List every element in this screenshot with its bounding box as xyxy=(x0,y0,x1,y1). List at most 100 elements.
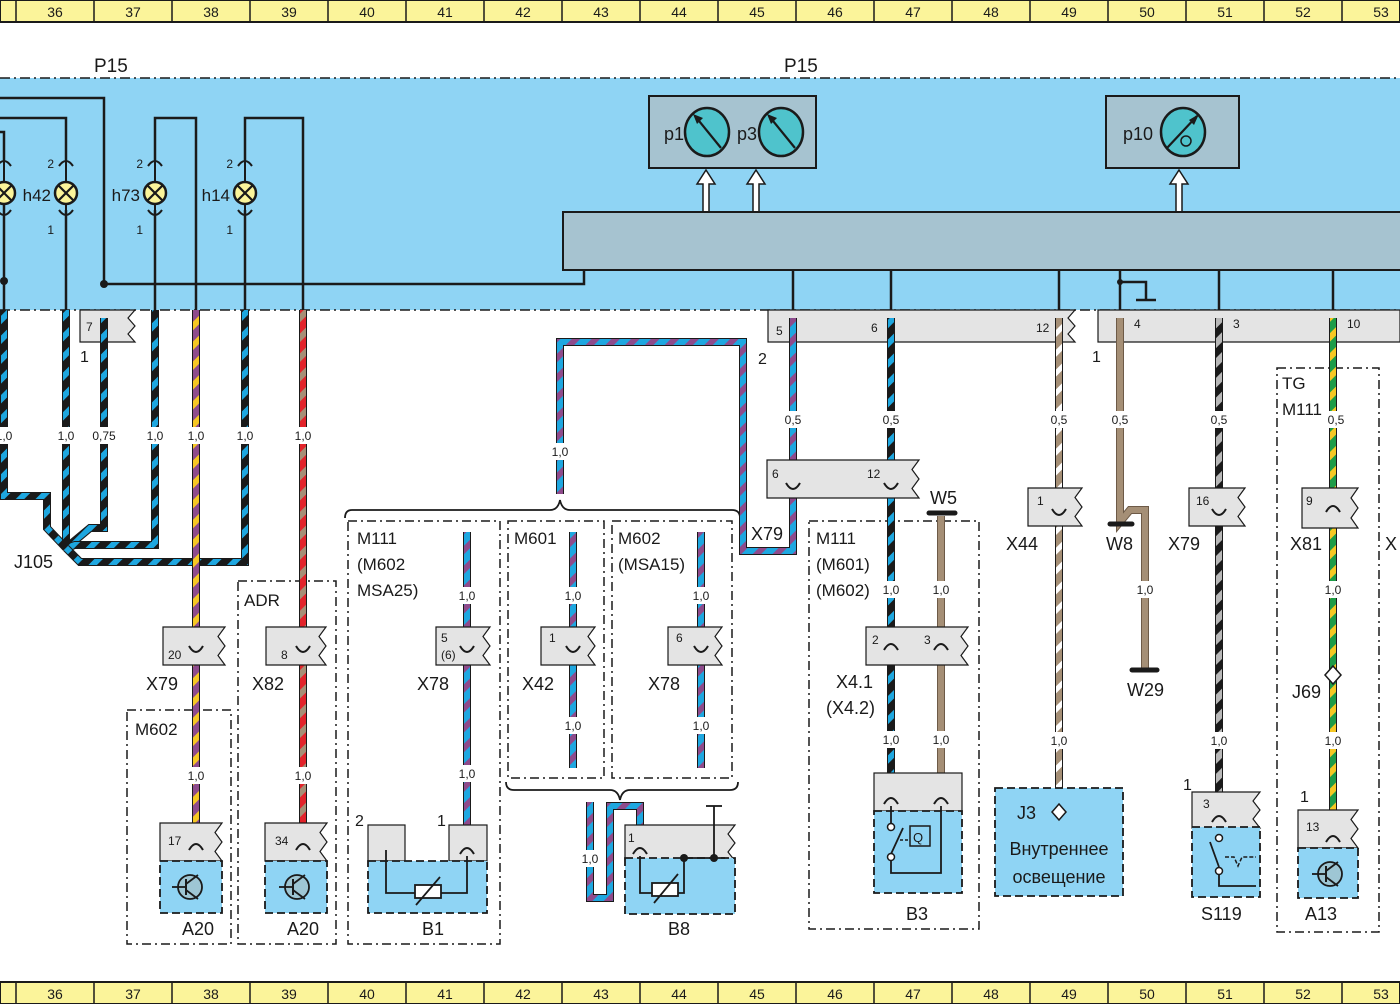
connector-x42 xyxy=(540,626,597,666)
wire-size-tag xyxy=(0,427,18,444)
gauge-label: p3 xyxy=(737,124,757,144)
gauge-label: p1 xyxy=(664,124,684,144)
switch-icon xyxy=(1209,841,1220,868)
pin-label: 10 xyxy=(1347,317,1361,331)
wire-size-tag xyxy=(559,717,587,734)
wire-size-tag xyxy=(182,427,210,444)
pin-label: 1 xyxy=(136,223,143,237)
wire-size-label: 0,5 xyxy=(785,413,802,427)
socket-icon xyxy=(1325,835,1341,843)
pin-label: 1 xyxy=(226,223,233,237)
group-label-m111: M111 xyxy=(816,529,856,548)
wire-harness xyxy=(0,310,1337,902)
pin-label: 12 xyxy=(1036,321,1050,335)
wire-size-label: 1,0 xyxy=(883,583,900,597)
group-brace-top xyxy=(344,499,741,519)
connector-label-x4-1: X4.1 xyxy=(836,672,873,692)
connector-b8 xyxy=(624,824,737,862)
ruler-cell-label: 36 xyxy=(47,986,63,1002)
junction-dot xyxy=(1117,279,1123,285)
component-label-a20: A20 xyxy=(182,919,214,939)
connector-label-x81: X81 xyxy=(1290,534,1322,554)
wire-size-tag xyxy=(182,767,210,784)
ruler-cell-label: 44 xyxy=(671,986,687,1002)
group-label-m602: M602 xyxy=(135,720,178,739)
connector-label-x-edge: X xyxy=(1385,534,1397,554)
wire-size-label: 1,0 xyxy=(58,429,75,443)
wire-size-tag xyxy=(141,427,169,444)
junction-dot xyxy=(100,280,108,288)
ruler-cell-label: 46 xyxy=(827,4,843,20)
component-label-s119: S119 xyxy=(1201,904,1242,924)
wire-size-tag xyxy=(1319,581,1347,598)
wire-size-tag xyxy=(927,581,955,598)
ruler-cell-label: 53 xyxy=(1373,4,1389,20)
lamp-bulb-icon xyxy=(0,180,17,206)
wire-size-tag xyxy=(877,411,905,428)
wire-size-tag xyxy=(1045,732,1073,749)
wire-size-label: 1,0 xyxy=(459,767,476,781)
p15-label-left: P15 xyxy=(94,56,128,77)
pin-label: 12 xyxy=(867,467,881,481)
lamp-label: h42 xyxy=(23,186,51,205)
connector-x44 xyxy=(1027,487,1084,527)
wire-size-label: 0,5 xyxy=(1211,413,1228,427)
wire-bus-fill xyxy=(557,339,796,554)
wire-size-label: 1,0 xyxy=(295,769,312,783)
socket-icon xyxy=(933,797,949,805)
wire-size-tag xyxy=(1106,411,1134,428)
connector-label-x79: X79 xyxy=(146,674,178,694)
ground-label-w8: W8 xyxy=(1106,534,1133,554)
connector-x78 xyxy=(435,626,492,666)
group-label-m111: MSA25) xyxy=(357,581,418,600)
connector-b3 xyxy=(873,772,963,812)
group-label-m601: M601 xyxy=(514,529,557,548)
pin-label: 1 xyxy=(549,631,556,645)
pin-label: 5 xyxy=(441,631,448,645)
connector-label-x79: X79 xyxy=(751,524,783,544)
group-label-m602: (MSA15) xyxy=(618,555,685,574)
pin-label: 3 xyxy=(1203,797,1210,811)
wire-size-label: 0,5 xyxy=(1328,413,1345,427)
wire-size-tag xyxy=(779,411,807,428)
connector-strip-2 xyxy=(767,309,1077,343)
ruler-cell-label: 37 xyxy=(125,4,141,20)
ruler-cell-label: 48 xyxy=(983,986,999,1002)
ruler-cell-label: 43 xyxy=(593,4,609,20)
wire-size-tag xyxy=(52,427,80,444)
group-label-m111: M111 xyxy=(357,529,397,548)
component-label-a20: A20 xyxy=(287,919,319,939)
pin-label: 6 xyxy=(871,321,878,335)
wire-size-tag xyxy=(1045,411,1073,428)
wire-size-tag xyxy=(1205,411,1233,428)
wire-size-label: 1,0 xyxy=(933,733,950,747)
socket-icon xyxy=(632,847,648,855)
junction-label-j69: J69 xyxy=(1292,682,1321,702)
wire-size-label: 0,5 xyxy=(1051,413,1068,427)
wire-size-label: 1,0 xyxy=(188,769,205,783)
wire-bus xyxy=(556,338,797,555)
component-text-interior: освещение xyxy=(1012,867,1105,887)
lamp-label: h14 xyxy=(202,186,230,205)
connector-label-x44: X44 xyxy=(1006,534,1038,554)
relay-label-q: Q xyxy=(913,830,923,845)
ruler-cell-label: 51 xyxy=(1217,4,1233,20)
wire-size-label: 1,0 xyxy=(295,429,312,443)
connector-label-x79: X79 xyxy=(1168,534,1200,554)
wire-size-label: 1,0 xyxy=(1051,734,1068,748)
splice-icon xyxy=(1323,664,1343,686)
pin-label: 7 xyxy=(86,320,93,334)
component-text-interior: Внутреннее xyxy=(1009,839,1108,859)
ruler-cell-label: 37 xyxy=(125,986,141,1002)
ruler-cell-label: 52 xyxy=(1295,986,1311,1002)
ruler-cell-label: 47 xyxy=(905,4,921,20)
ruler-cell-label: 41 xyxy=(437,4,453,20)
clock-icon xyxy=(1180,135,1192,147)
wire-size-tag xyxy=(576,850,604,867)
pin-label: 8 xyxy=(281,648,288,662)
ruler-cell-label: 38 xyxy=(203,986,219,1002)
group-label-adr: ADR xyxy=(244,591,280,610)
wire-size-tag xyxy=(1205,732,1233,749)
socket-icon xyxy=(933,643,949,651)
